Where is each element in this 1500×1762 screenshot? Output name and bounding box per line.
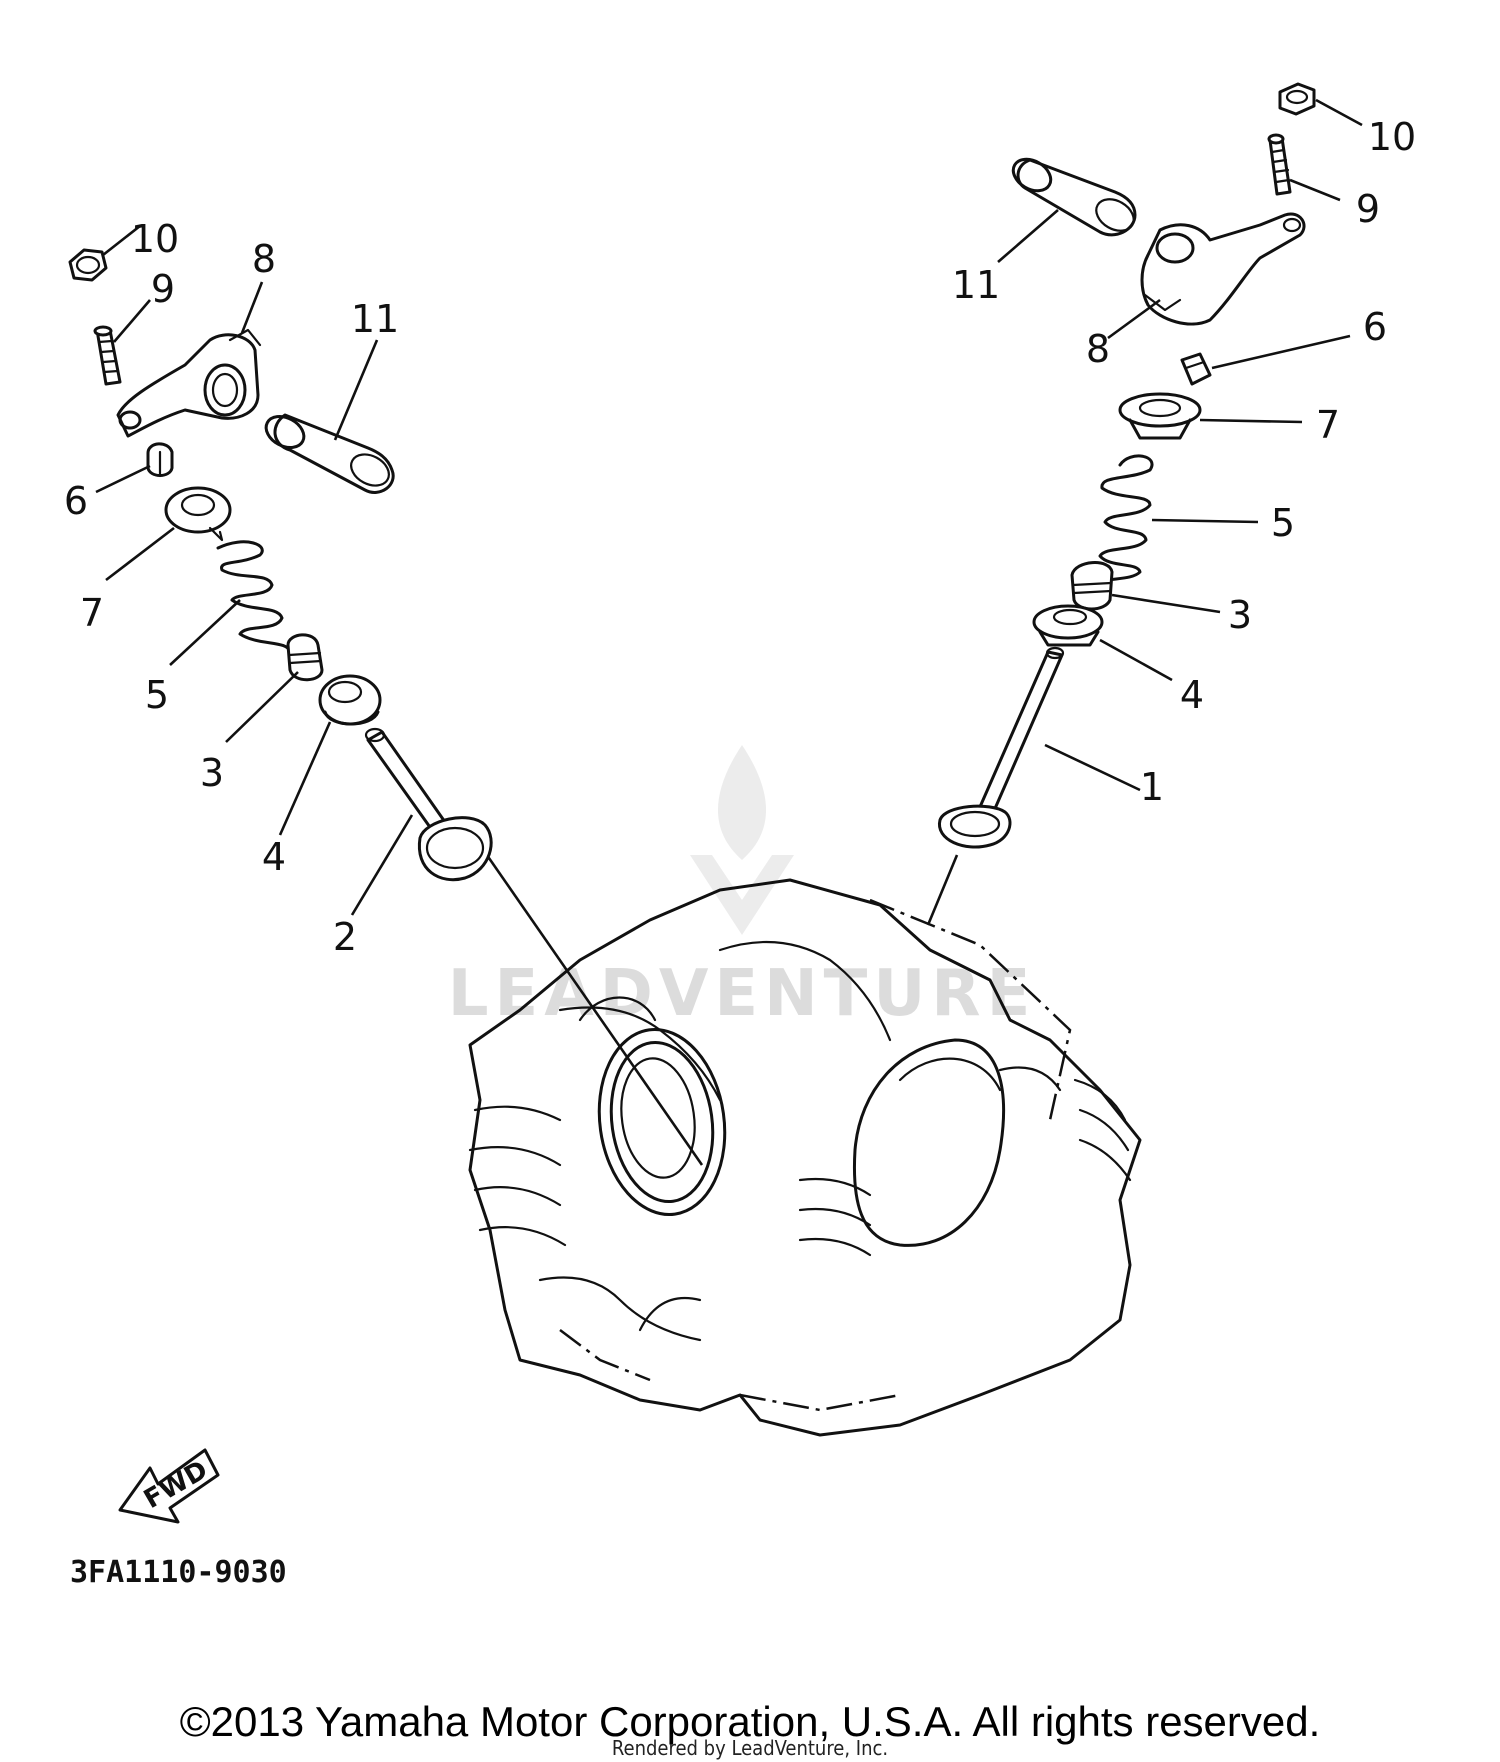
right-adjusting-screw-icon xyxy=(1267,133,1292,196)
callout-4-left: 4 xyxy=(262,835,286,879)
callout-9-left: 9 xyxy=(151,267,175,311)
right-spring-seat-icon xyxy=(1032,604,1104,647)
right-intake-valve-icon xyxy=(938,646,1065,849)
callout-5-left: 5 xyxy=(145,673,169,717)
callout-1-right: 1 xyxy=(1140,765,1164,809)
watermark-text: LEADVENTURE xyxy=(448,957,1037,1031)
callout-6-right: 6 xyxy=(1363,305,1387,349)
right-valve-assembly: 10 9 11 8 6 7 5 3 4 1 xyxy=(938,82,1416,849)
fwd-arrow-icon xyxy=(118,1448,220,1524)
callout-8-right: 8 xyxy=(1086,327,1110,371)
diagram-part-number: 3FA1110-9030 xyxy=(70,1555,287,1590)
callout-9-right: 9 xyxy=(1356,187,1380,231)
left-exhaust-valve-icon xyxy=(364,727,493,882)
left-rocker-arm-icon xyxy=(116,328,262,438)
leader xyxy=(1111,593,1221,614)
leader xyxy=(1099,638,1173,682)
fwd-label: FWD xyxy=(139,1455,213,1515)
callout-3-left: 3 xyxy=(200,751,224,795)
left-locknut-icon xyxy=(68,248,108,282)
left-spring-seat-icon xyxy=(318,674,382,726)
leader xyxy=(1151,518,1259,524)
left-adjusting-screw-icon xyxy=(93,325,122,386)
leader xyxy=(333,339,379,441)
callout-4-right: 4 xyxy=(1180,673,1204,717)
left-valve-stem-seal-icon xyxy=(286,633,324,682)
callout-7-left: 7 xyxy=(80,591,104,635)
callout-5-right: 5 xyxy=(1271,501,1295,545)
callout-6-left: 6 xyxy=(64,479,88,523)
leader xyxy=(1107,298,1161,340)
callout-3-right: 3 xyxy=(1228,593,1252,637)
leader xyxy=(113,299,151,343)
center-lines xyxy=(480,847,959,1166)
leadventure-watermark: LEADVENTURE xyxy=(448,745,1037,1031)
leader xyxy=(1044,743,1141,792)
leader xyxy=(278,721,332,836)
forward-direction-arrow: FWD xyxy=(118,1448,220,1524)
callout-10-left: 10 xyxy=(131,217,179,261)
leader xyxy=(95,464,151,494)
right-rocker-arm-icon xyxy=(1140,212,1306,326)
leader xyxy=(105,526,175,582)
callout-10-right: 10 xyxy=(1368,115,1416,159)
rendered-by-text: Rendered by LeadVenture, Inc. xyxy=(611,1736,889,1760)
leader xyxy=(225,671,299,743)
leader xyxy=(350,814,414,916)
callout-7-right: 7 xyxy=(1316,403,1340,447)
right-valve-cotter-icon xyxy=(1180,352,1212,386)
callout-2-left: 2 xyxy=(333,915,357,959)
right-spring-retainer-icon xyxy=(1118,392,1202,440)
callout-11-right: 11 xyxy=(952,263,1000,307)
cylinder-head xyxy=(468,878,1142,1437)
left-valve-spring-icon xyxy=(216,540,292,654)
copyright-notice: ©2013 Yamaha Motor Corporation, U.S.A. A… xyxy=(179,1698,1321,1745)
left-rocker-shaft-icon xyxy=(264,413,395,494)
left-valve-cotter-icon xyxy=(146,442,174,478)
left-valve-assembly: 10 9 8 11 6 7 5 3 4 2 xyxy=(64,217,493,959)
leader xyxy=(169,599,241,666)
right-rocker-shaft-icon xyxy=(1011,157,1137,237)
right-valve-stem-seal-icon xyxy=(1070,561,1114,611)
leader xyxy=(1199,418,1303,424)
leader xyxy=(1211,334,1351,370)
leader xyxy=(1315,98,1363,127)
leader xyxy=(997,209,1059,263)
right-locknut-icon xyxy=(1278,82,1316,116)
right-valve-spring-icon xyxy=(1094,454,1154,588)
leader xyxy=(102,224,141,257)
chevron-logo-icon xyxy=(690,855,794,935)
flame-logo-icon xyxy=(717,745,767,860)
callout-8-left: 8 xyxy=(252,237,276,281)
callout-11-left: 11 xyxy=(351,297,399,341)
leader xyxy=(1289,178,1341,202)
left-spring-retainer-icon xyxy=(164,486,232,542)
leader xyxy=(240,281,264,334)
